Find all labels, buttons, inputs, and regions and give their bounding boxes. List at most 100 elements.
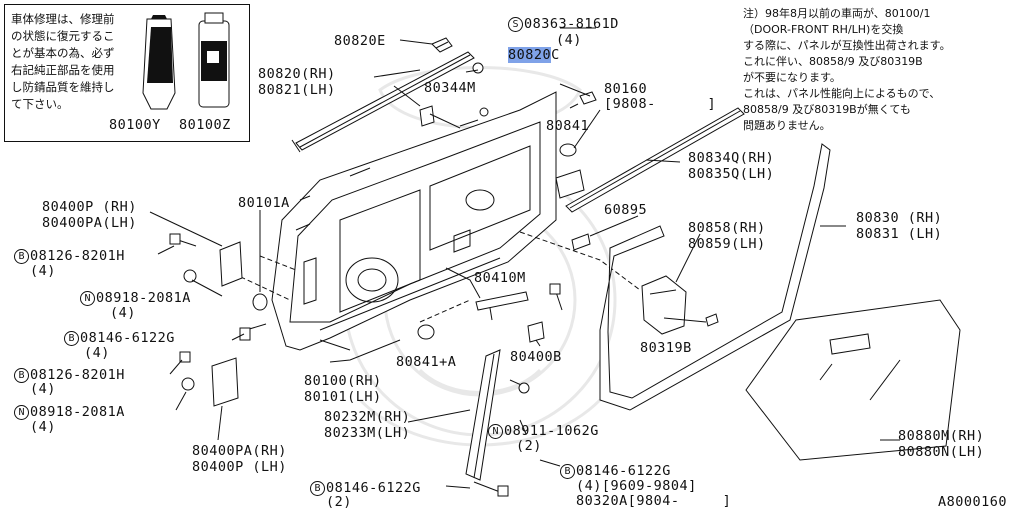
label-80859[interactable]: 80859(LH) <box>688 236 766 252</box>
label-80320a[interactable]: 80320A[9804- ] <box>576 493 732 509</box>
footnote-line: する際に、パネルが互換性出荷されます。 <box>743 39 951 52</box>
b-circle-icon: B <box>14 368 29 383</box>
part-code: 08146-6122G <box>326 480 421 496</box>
part-code: 08918-2081A <box>96 290 191 306</box>
b-circle-icon: B <box>64 331 79 346</box>
figure-id: A8000160 <box>938 494 1008 510</box>
highlighted-part-number: 80820 <box>508 47 552 63</box>
note-box: 車体修理は、修理前の状態に復元することが基本の為、必ず右記純正部品を使用し防錆品… <box>4 4 250 142</box>
spray-code: 80100Z <box>179 117 231 133</box>
glass-run-80232m <box>465 349 530 497</box>
plug-80101a <box>252 210 268 311</box>
panel-80858 <box>641 275 687 335</box>
label-80820c[interactable]: 80820C <box>508 47 560 63</box>
label-80101a[interactable]: 80101A <box>238 195 290 211</box>
label-80841a[interactable]: 80841+A <box>396 354 457 370</box>
inner-weatherstrip-80834q <box>565 107 745 213</box>
plug-80841 <box>559 143 577 157</box>
footnote-line: 80858/9 及び80319Bが無くても <box>743 103 911 116</box>
plug-80841a <box>417 324 435 340</box>
label-80319b[interactable]: 80319B <box>640 340 692 356</box>
clip-80820e <box>431 37 453 53</box>
label-80858[interactable]: 80858(RH) <box>688 220 766 236</box>
part-suffix: C <box>551 47 560 63</box>
part-code: 08911-1062G <box>504 423 599 439</box>
label-80400p-rh[interactable]: 80400P (RH) <box>42 199 137 215</box>
sealing-pad <box>555 169 585 199</box>
label-80344m[interactable]: 80344M <box>424 80 476 96</box>
label-80101-lh[interactable]: 80101(LH) <box>304 389 382 405</box>
label-80400pa-lh[interactable]: 80400PA(LH) <box>42 215 137 231</box>
n-circle-icon: N <box>14 405 29 420</box>
label-80820-rh[interactable]: 80820(RH) <box>258 66 336 82</box>
part-code: 08126-8201H <box>30 367 125 383</box>
qty-nut-08918-b: (4) <box>30 419 56 435</box>
upper-hinge-80400p <box>169 233 243 287</box>
sealer-tube-image <box>142 15 176 110</box>
label-80880m[interactable]: 80880M(RH) <box>898 428 985 444</box>
label-80830[interactable]: 80830 (RH) <box>856 210 943 226</box>
label-80831[interactable]: 80831 (LH) <box>856 226 943 242</box>
qty-bolt-08146-a: (4) <box>84 345 110 361</box>
screw-08363 <box>465 62 489 117</box>
label-80821-lh[interactable]: 80821(LH) <box>258 82 336 98</box>
qty-bolt-08126-b: (4) <box>30 381 56 397</box>
footnote-line: これは、パネル性能向上によるもので、 <box>743 87 941 100</box>
label-80820e[interactable]: 80820E <box>334 33 386 49</box>
n-circle-icon: N <box>80 291 95 306</box>
footnote-line: 注）98年8月以前の車両が、80100/1 <box>743 7 931 20</box>
b-circle-icon: B <box>560 464 575 479</box>
clip-80344m <box>419 105 461 129</box>
part-code: 08363-8161D <box>524 16 619 32</box>
label-80835q[interactable]: 80835Q(LH) <box>688 166 775 182</box>
label-80100-rh[interactable]: 80100(RH) <box>304 373 382 389</box>
leader-lines <box>149 27 900 489</box>
outer-weatherstrip-80820 <box>291 51 475 153</box>
note-text: 車体修理は、修理前の状態に復元することが基本の為、必ず右記純正部品を使用し防錆品… <box>11 12 115 111</box>
footnote: 注）98年8月以前の車両が、80100/1 （DOOR-FRONT RH/LH)… <box>743 6 1023 134</box>
screw-80160 <box>569 91 597 109</box>
label-60895[interactable]: 60895 <box>604 202 648 218</box>
label-80880n[interactable]: 80880N(LH) <box>898 444 985 460</box>
s-circle-icon: S <box>508 17 523 32</box>
lower-hinge-80400pa <box>179 351 239 407</box>
label-80160[interactable]: 80160 <box>604 81 648 97</box>
label-80841[interactable]: 80841 <box>546 118 590 134</box>
label-80410m[interactable]: 80410M <box>474 270 526 286</box>
footnote-line: 問題ありません。 <box>743 119 831 132</box>
spray-can-image <box>198 12 230 108</box>
b-circle-icon: B <box>310 481 325 496</box>
label-80400pa-rh[interactable]: 80400PA(RH) <box>192 443 287 459</box>
label-80834q[interactable]: 80834Q(RH) <box>688 150 775 166</box>
label-80160-date: [9808- ] <box>604 96 717 112</box>
label-80233m[interactable]: 80233M(LH) <box>324 425 411 441</box>
footnote-line: これに伴い、80858/9 及び80319B <box>743 55 923 68</box>
qty-screw-08363: (4) <box>556 32 582 48</box>
n-circle-icon: N <box>488 424 503 439</box>
clip-80319b <box>705 313 719 327</box>
footnote-line: （DOOR-FRONT RH/LH)を交換 <box>743 23 904 36</box>
qty-bolt-08146-b: (4)[9609-9804] <box>576 478 697 494</box>
door-panel-80100 <box>271 91 557 351</box>
door-glass-80880m <box>745 299 961 461</box>
door-weatherstrip-80830 <box>599 143 831 411</box>
part-code: 08126-8201H <box>30 248 125 264</box>
door-check-80410m <box>475 291 529 321</box>
b-circle-icon: B <box>14 249 29 264</box>
part-code: 08146-6122G <box>80 330 175 346</box>
label-80232m[interactable]: 80232M(RH) <box>324 409 411 425</box>
qty-bolt-08126-a: (4) <box>30 263 56 279</box>
label-80400b[interactable]: 80400B <box>510 349 562 365</box>
label-80400p-lh[interactable]: 80400P (LH) <box>192 459 287 475</box>
qty-nut-08918-a: (4) <box>110 305 136 321</box>
plug-60895 <box>571 233 591 251</box>
